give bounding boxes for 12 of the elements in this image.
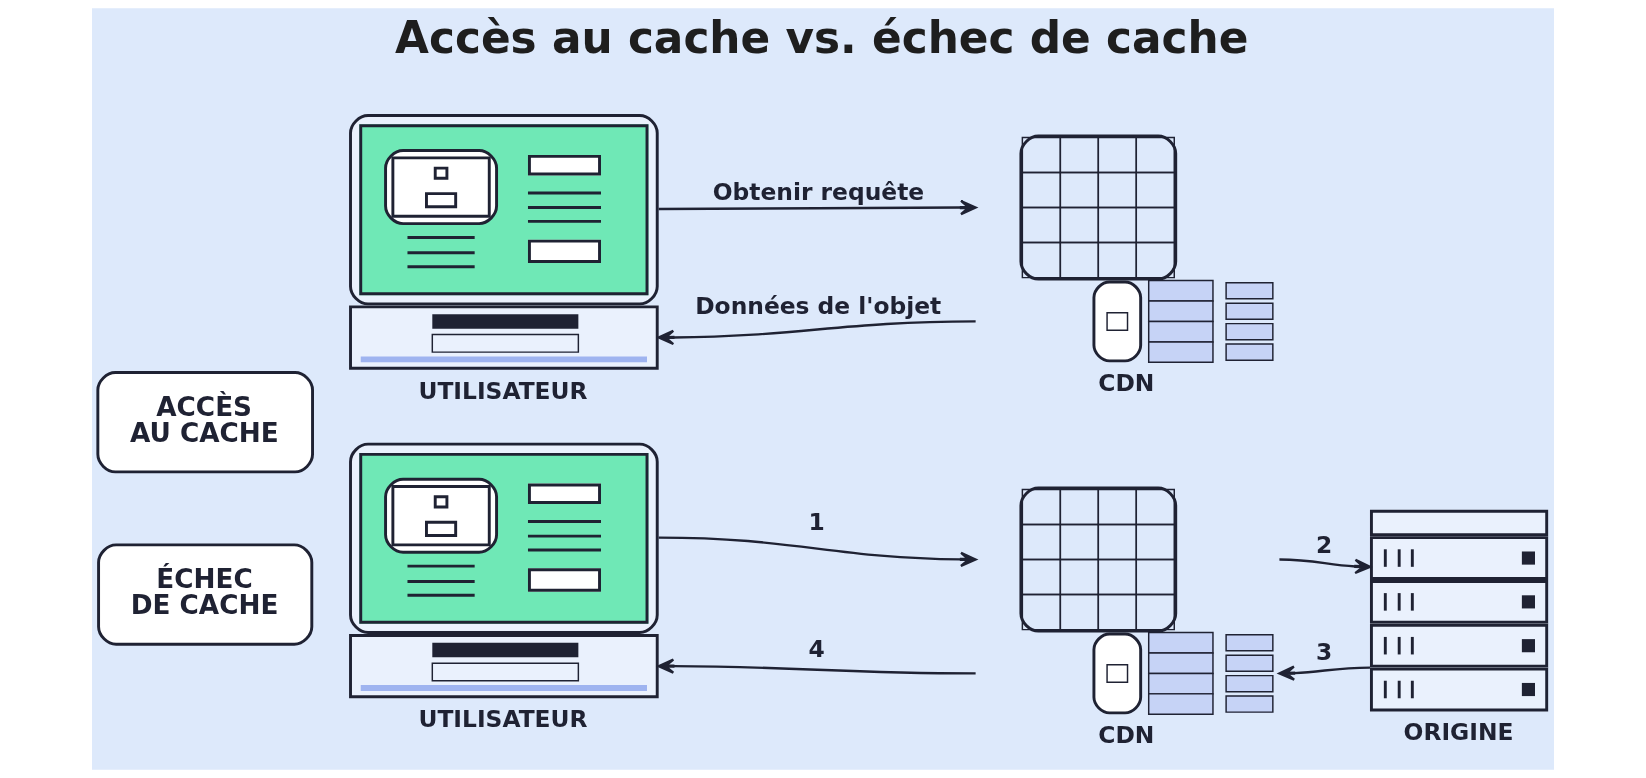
edge-label: 2 [1315,531,1333,560]
node-label: ORIGINE [1403,718,1514,747]
edge-label: 4 [808,635,825,664]
edge-label: Données de l'objet [695,291,942,320]
diagram-title: Accès au cache vs. échec de cache [395,12,1249,64]
node-label: CDN [1098,721,1155,750]
edge-label: 3 [1315,638,1333,666]
edge-label: Obtenir requête [712,177,925,206]
node-label: UTILISATEUR [418,705,588,734]
node-label: CDN [1098,369,1155,398]
edge-label: 1 [808,508,825,537]
node-label: UTILISATEUR [418,376,588,405]
